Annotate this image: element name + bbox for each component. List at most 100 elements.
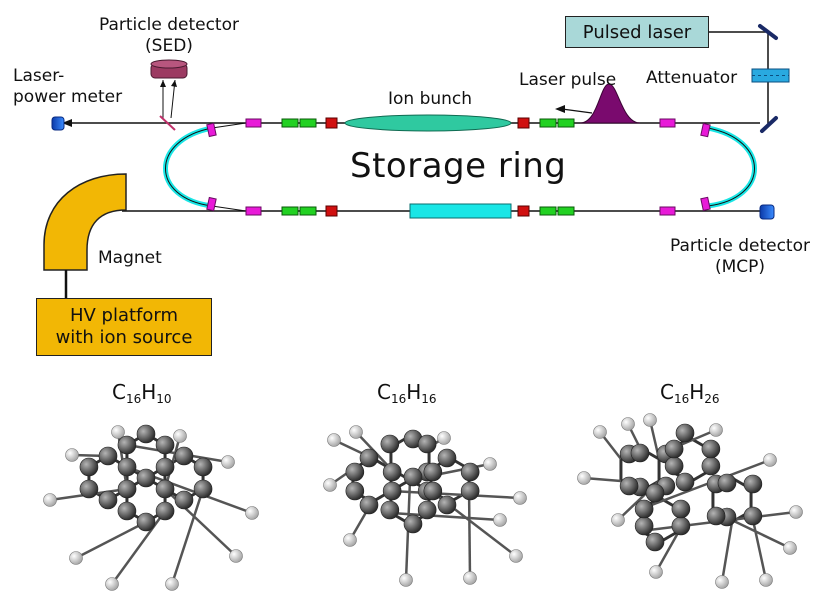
carbon-atom bbox=[98, 446, 118, 466]
sed-detector bbox=[150, 59, 188, 131]
drift-tube bbox=[409, 203, 512, 219]
formula-1-n2: 10 bbox=[156, 392, 172, 406]
formula-3-n1: 16 bbox=[673, 392, 690, 406]
hydrogen-atom bbox=[399, 573, 413, 587]
carbon-atom bbox=[155, 457, 175, 477]
hydrogen-atom bbox=[593, 425, 607, 439]
hydrogen-atom bbox=[245, 506, 259, 520]
formula-3-n2: 26 bbox=[704, 392, 720, 406]
carbon-atom bbox=[664, 456, 684, 476]
carbon-atom bbox=[717, 473, 737, 493]
hydrogen-atom bbox=[709, 423, 723, 437]
power-meter-label-2: power meter bbox=[13, 87, 123, 107]
carbon-atom bbox=[675, 472, 695, 492]
hv-platform-box: HV platform with ion source bbox=[36, 298, 212, 356]
carbon-atom bbox=[174, 490, 194, 510]
formula-3-el1: C bbox=[660, 380, 674, 404]
hydrogen-atom bbox=[763, 453, 777, 467]
formula-3-el2: H bbox=[689, 380, 705, 404]
formula-1-el2: H bbox=[141, 380, 157, 404]
carbon-atom bbox=[359, 448, 379, 468]
sed-detector-label: Particle detector bbox=[99, 15, 239, 35]
carbon-atom bbox=[117, 435, 137, 455]
hydrogen-atom bbox=[783, 541, 797, 555]
mcp-detector-tag: (MCP) bbox=[714, 257, 766, 277]
carbon-atom bbox=[403, 467, 423, 487]
storage-ring-title: Storage ring bbox=[350, 146, 567, 186]
carbon-atom bbox=[437, 448, 457, 468]
pulsed-laser-label: Pulsed laser bbox=[582, 21, 692, 43]
hydrogen-atom bbox=[483, 457, 497, 471]
red-elements bbox=[325, 117, 530, 217]
carbon-atom bbox=[619, 476, 639, 496]
ion-bunch-shape bbox=[344, 114, 512, 132]
hydrogen-atom bbox=[105, 577, 119, 591]
hydrogen-atom bbox=[513, 491, 527, 505]
carbon-atom bbox=[193, 479, 213, 499]
power-meter-label-1: Laser- bbox=[13, 66, 65, 86]
carbon-atom bbox=[79, 479, 99, 499]
carbon-atom bbox=[98, 490, 118, 510]
arrowheads bbox=[62, 105, 565, 127]
hydrogen-atom bbox=[65, 448, 79, 462]
carbon-atom bbox=[743, 474, 763, 494]
carbon-atom bbox=[417, 500, 437, 520]
formula-2: C16H16 bbox=[377, 380, 437, 406]
carbon-atom bbox=[460, 481, 480, 501]
sed-detector-tag: (SED) bbox=[145, 36, 193, 56]
laser-pulse-shape bbox=[579, 83, 641, 124]
carbon-atom bbox=[155, 435, 175, 455]
hv-platform-label-2: with ion source bbox=[55, 327, 193, 348]
carbon-atom bbox=[136, 468, 156, 488]
hydrogen-atom bbox=[715, 575, 729, 589]
hydrogen-atom bbox=[577, 471, 591, 485]
green-elements bbox=[281, 118, 575, 216]
hydrogen-atom bbox=[463, 571, 477, 585]
hydrogen-atom bbox=[621, 417, 635, 431]
carbon-atom bbox=[423, 462, 443, 482]
carbon-atom bbox=[403, 514, 423, 534]
hydrogen-atom bbox=[493, 513, 507, 527]
right-bend bbox=[707, 125, 757, 209]
left-bend bbox=[163, 122, 247, 212]
hydrogen-atom bbox=[643, 413, 657, 427]
carbon-atom bbox=[671, 499, 691, 519]
hydrogen-atom bbox=[111, 425, 125, 439]
carbon-atom bbox=[645, 532, 665, 552]
carbon-atom bbox=[155, 501, 175, 521]
molecule-c16h10 bbox=[43, 424, 259, 591]
hydrogen-atom bbox=[437, 431, 451, 445]
attenuator bbox=[751, 68, 790, 83]
formula-1: C16H10 bbox=[112, 380, 172, 406]
magnet-shape bbox=[43, 173, 127, 271]
formula-2-el1: C bbox=[377, 380, 391, 404]
molecule-c16h16 bbox=[323, 425, 527, 587]
formula-2-n1: 16 bbox=[390, 392, 407, 406]
mirrors bbox=[758, 24, 778, 133]
hydrogen-atom bbox=[509, 549, 523, 563]
hydrogen-atom bbox=[323, 478, 337, 492]
hydrogen-atom bbox=[221, 455, 235, 469]
formula-1-n1: 16 bbox=[125, 392, 142, 406]
formula-2-el2: H bbox=[406, 380, 422, 404]
hydrogen-atom bbox=[759, 573, 773, 587]
carbon-atom bbox=[345, 462, 365, 482]
carbon-atom bbox=[671, 516, 691, 536]
hydrogen-atom bbox=[327, 433, 341, 447]
carbon-atom bbox=[380, 434, 400, 454]
carbon-atom bbox=[193, 457, 213, 477]
carbon-atom bbox=[675, 423, 695, 443]
carbon-atom bbox=[743, 506, 763, 526]
formula-2-n2: 16 bbox=[421, 392, 437, 406]
attenuator-label: Attenuator bbox=[646, 68, 738, 88]
carbon-atom bbox=[701, 456, 721, 476]
mcp-detector-label: Particle detector bbox=[670, 236, 810, 256]
blue-detectors bbox=[51, 116, 775, 220]
carbon-atom bbox=[136, 512, 156, 532]
carbon-atom bbox=[345, 481, 365, 501]
carbon-atom bbox=[664, 439, 684, 459]
carbon-atom bbox=[630, 443, 650, 463]
hydrogen-atom bbox=[343, 533, 357, 547]
